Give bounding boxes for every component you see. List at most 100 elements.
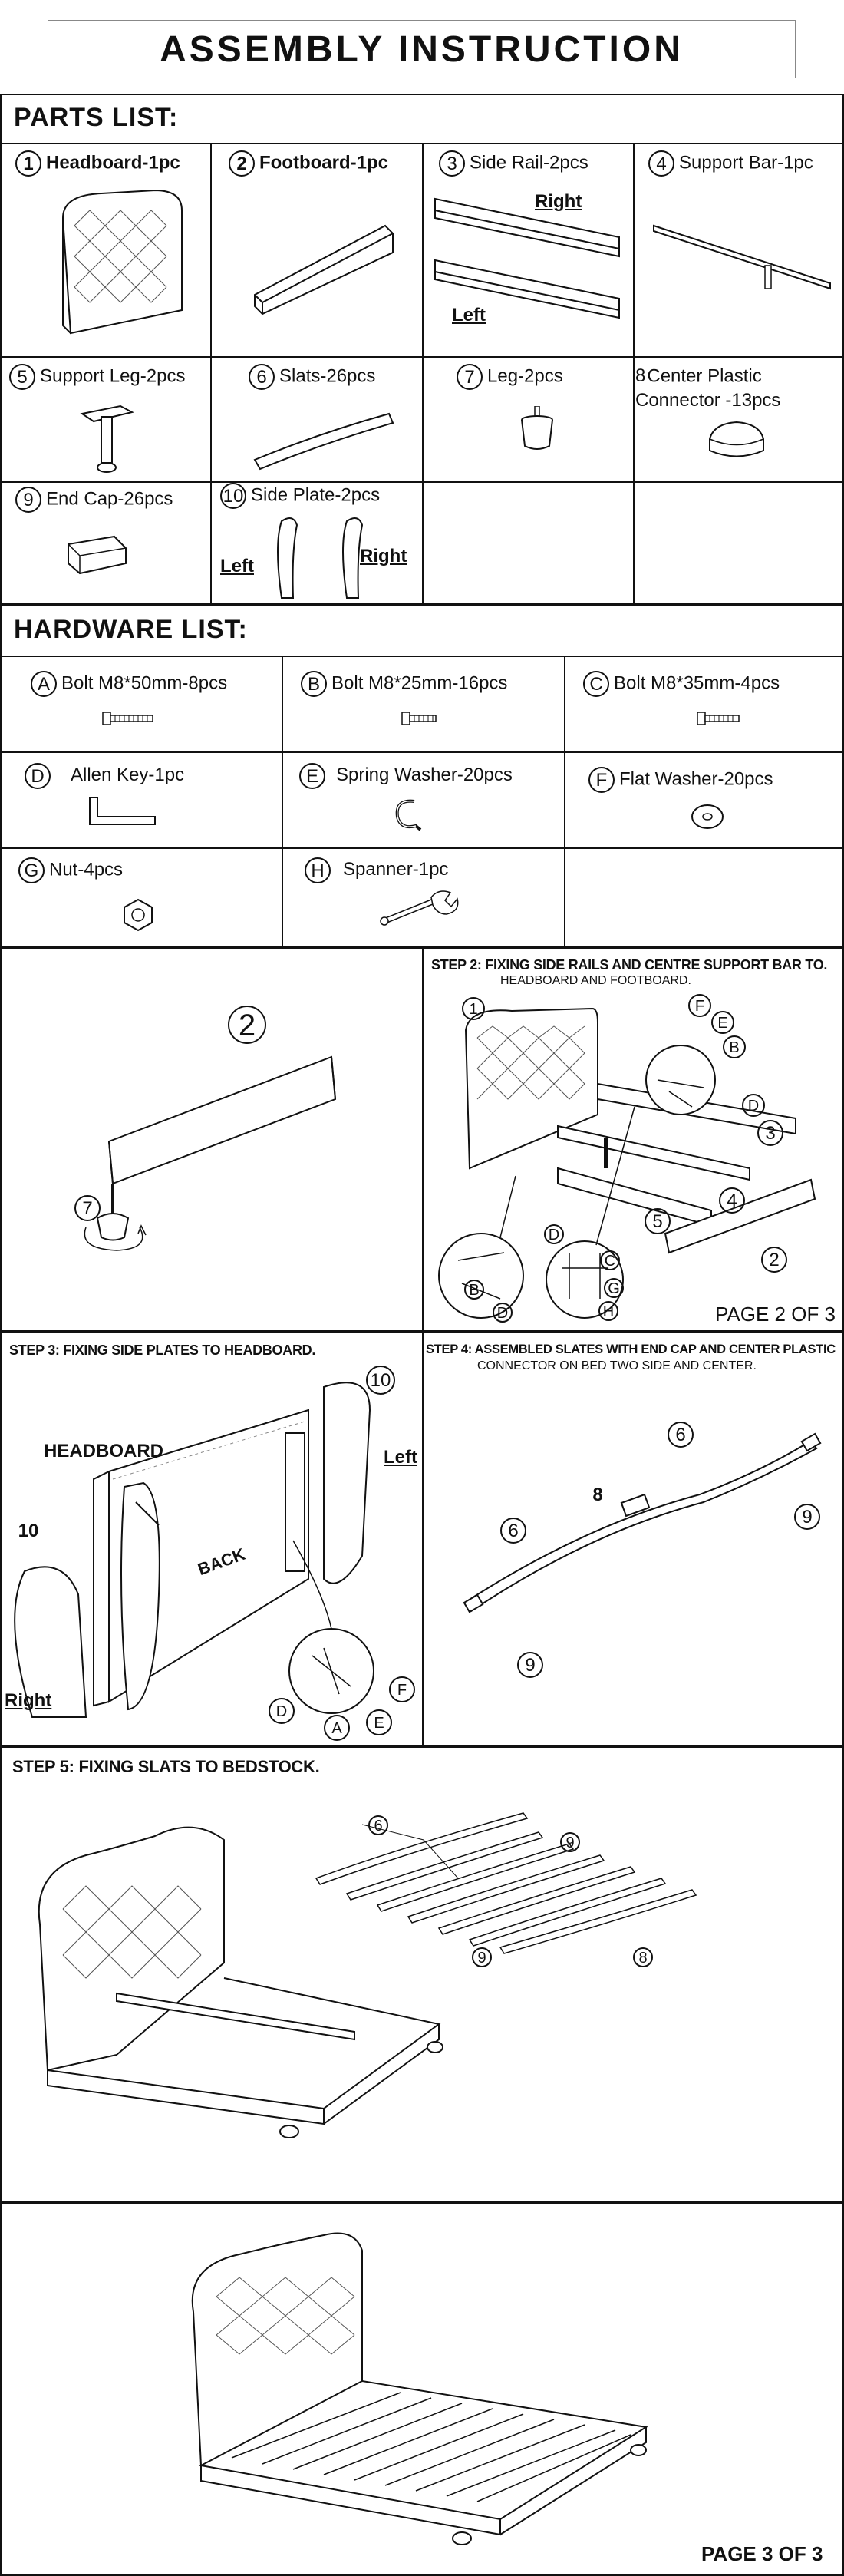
step2-callout-5: 5 (645, 1208, 671, 1234)
leg-icon (521, 406, 553, 450)
parts-list-heading: PARTS LIST: (14, 103, 179, 132)
step2-zoom-callout-h: H (598, 1301, 618, 1321)
step2-zoom-callout-g: G (604, 1278, 624, 1298)
step4-callout-6-left: 6 (500, 1518, 526, 1544)
support-leg-icon (80, 405, 134, 473)
step2-callout-b: B (723, 1035, 746, 1058)
step2-title: STEP 2: FIXING SIDE RAILS AND CENTRE SUP… (431, 957, 828, 973)
side-rail-icon (434, 197, 620, 319)
step2-callout-4: 4 (719, 1187, 745, 1214)
step3-left-text: Left (384, 1447, 417, 1468)
bed-frame-illustration (38, 1826, 443, 2138)
allen-key-icon (89, 797, 156, 825)
slat-assembly-illustration (463, 1432, 822, 1613)
rail-right-text: Right (535, 191, 582, 212)
flat-washer-icon (691, 804, 724, 829)
step5-callout-8: 8 (633, 1947, 653, 1967)
step2-zoom-callout-d: D (493, 1303, 513, 1323)
bolt-a-icon (102, 712, 153, 725)
step1-footboard-callout: 2 (228, 1006, 266, 1044)
slats-group-illustration (315, 1812, 697, 1954)
footboard-icon (254, 224, 394, 315)
title-box: ASSEMBLY INSTRUCTION (48, 20, 796, 78)
step3-callout-10-right: 10 (366, 1366, 395, 1395)
footboard-leg-illustration (84, 1055, 337, 1251)
final-bed-section: PAGE 3 OF 3 (0, 2203, 844, 2576)
step2-subtitle: HEADBOARD AND FOOTBOARD. (500, 974, 691, 987)
step4-callout-9-right: 9 (794, 1504, 820, 1530)
step4-callout-9-left: 9 (517, 1652, 543, 1678)
plate-left-text: Left (220, 556, 254, 576)
step2-callout-2: 2 (761, 1247, 787, 1273)
step2-zoom-callout-c: C (600, 1250, 620, 1270)
step5-callout-9-bottom: 9 (472, 1947, 492, 1967)
step5-title: STEP 5: FIXING SLATS TO BEDSTOCK. (12, 1757, 320, 1776)
slat-icon (253, 412, 394, 471)
step4-subtitle: CONNECTOR ON BED TWO SIDE AND CENTER. (477, 1359, 757, 1372)
step5-section: STEP 5: FIXING SLATS TO BEDSTOCK. 6 9 9 … (0, 1746, 844, 2203)
step3-title: STEP 3: FIXING SIDE PLATES TO HEADBOARD. (9, 1342, 316, 1358)
part-center-connector-label: 8Center Plastic Connector -13pcs (635, 365, 781, 411)
step2-callout-3: 3 (757, 1120, 783, 1146)
step2-zoom-callout-b: B (464, 1280, 484, 1300)
support-bar-icon (653, 224, 831, 290)
step4-callout-8: 8 (592, 1485, 603, 1505)
plate-right-text: Right (360, 546, 407, 566)
step1-leg-callout: 7 (74, 1195, 101, 1221)
step3-callout-10-left: 10 (18, 1521, 39, 1541)
step2-illustration (438, 1007, 816, 1319)
bolt-c-icon (697, 712, 740, 725)
rail-left-text: Left (452, 305, 486, 325)
assembled-bed-illustration (191, 2232, 648, 2545)
center-connector-icon (709, 421, 764, 457)
nut-icon (124, 898, 153, 932)
end-cap-icon (68, 535, 127, 575)
step4-callout-6-right: 6 (668, 1422, 694, 1448)
step3-callout-f: F (389, 1676, 415, 1702)
headboard-text: HEADBOARD (44, 1441, 163, 1461)
step3-callout-d: D (269, 1698, 295, 1724)
page-title: ASSEMBLY INSTRUCTION (160, 29, 684, 70)
step3-illustration (14, 1382, 374, 1718)
page-2-label: PAGE 2 OF 3 (715, 1303, 836, 1326)
step5-callout-6: 6 (368, 1815, 388, 1835)
step2-zoom-callout-d2: D (544, 1224, 564, 1244)
bolt-b-icon (401, 712, 437, 725)
step1-step2-section: 2 7 STEP 2: FIXING SIDE RAILS AND CENTRE… (0, 948, 844, 1332)
headboard-icon (61, 189, 183, 335)
step4-title: STEP 4: ASSEMBLED SLATES WITH END CAP AN… (426, 1342, 836, 1356)
step3-callout-e: E (366, 1709, 392, 1735)
step2-callout-f: F (688, 994, 711, 1017)
step3-callout-a: A (324, 1715, 350, 1741)
step2-callout-1: 1 (462, 997, 485, 1020)
step3-right-text: Right (5, 1690, 52, 1711)
side-plate-icon (277, 517, 364, 599)
spanner-icon (380, 890, 459, 926)
step2-callout-e: E (711, 1011, 734, 1034)
page-3-label: PAGE 3 OF 3 (701, 2542, 823, 2565)
hardware-list-heading: HARDWARE LIST: (14, 615, 248, 644)
spring-washer-icon (395, 799, 422, 831)
step3-step4-section: STEP 3: FIXING SIDE PLATES TO HEADBOARD.… (0, 1332, 844, 1746)
step5-callout-9-top: 9 (560, 1832, 580, 1852)
step2-callout-d: D (742, 1094, 765, 1117)
